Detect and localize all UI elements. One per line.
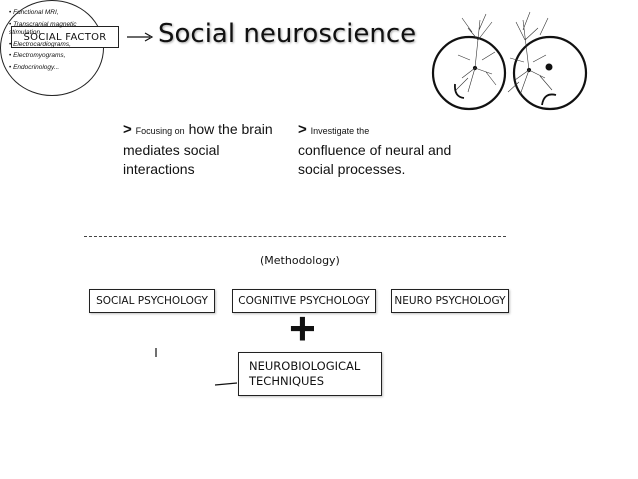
technique-item: Transcranial magnetic stimulation, [9,21,99,38]
technique-item: Electrocardiograms, [9,41,99,50]
note-right-lead: Investigate the [310,126,370,136]
field-cognitive-psychology-label: COGNITIVE PSYCHOLOGY [238,295,370,307]
field-neuro-psychology: NEURO PSYCHOLOGY [391,289,509,313]
techniques-list: Functional MRI, Transcranial magnetic st… [9,9,99,75]
technique-item: Functional MRI, [9,9,99,18]
note-right-marker: > [298,121,307,138]
sad-face-icon [507,11,588,111]
field-cognitive-psychology: COGNITIVE PSYCHOLOGY [232,289,376,313]
neurobiological-techniques-box: NEUROBIOLOGICAL TECHNIQUES [238,352,382,396]
bubble-connector [214,382,238,386]
neurobiological-line-1: NEUROBIOLOGICAL [249,359,361,373]
neurobiological-line-2: TECHNIQUES [249,374,324,388]
plus-sign: + [289,302,316,354]
note-right-text: confluence of neural and social processe… [298,142,452,177]
arrow-icon [127,32,154,42]
note-left-marker: > [123,121,132,138]
note-left-text: how the brain mediates social interactio… [123,121,273,177]
techniques-bubble: Functional MRI, Transcranial magnetic st… [0,0,104,96]
technique-item: Electromyograms, [9,52,99,61]
field-social-psychology: SOCIAL PSYCHOLOGY [89,289,215,313]
happy-face-icon [431,13,507,111]
technique-item: Endocrinology... [9,64,99,73]
note-left: > Focusing on how the brain mediates soc… [123,120,273,179]
dashed-divider [84,236,506,237]
note-right: > Investigate the confluence of neural a… [298,120,458,179]
field-social-psychology-label: SOCIAL PSYCHOLOGY [96,295,208,307]
note-left-lead: Focusing on [135,126,185,136]
field-neuro-psychology-label: NEURO PSYCHOLOGY [394,295,506,307]
methodology-label: (Methodology) [260,254,340,267]
page-title: Social neuroscience [158,19,417,49]
